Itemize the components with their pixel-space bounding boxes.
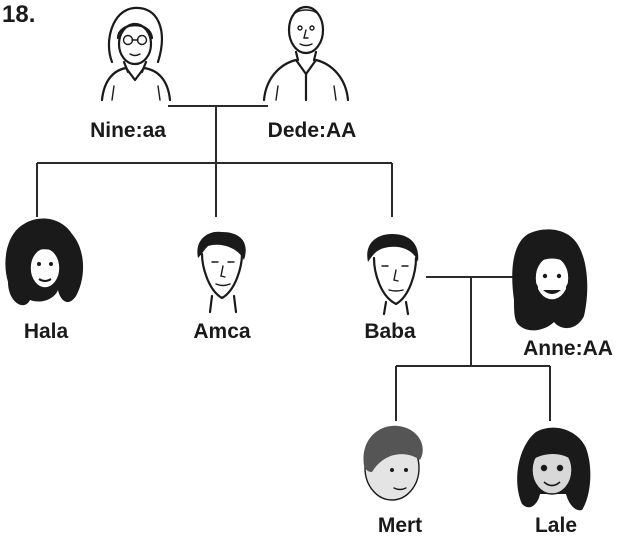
question-number: 18. xyxy=(2,1,35,28)
father-portrait-icon xyxy=(367,234,419,316)
grandmother-portrait-icon xyxy=(100,6,172,102)
grandfather-portrait-icon xyxy=(262,5,350,102)
uncle-portrait-icon xyxy=(197,231,246,314)
son-portrait-icon xyxy=(363,425,423,501)
mother-portrait-icon xyxy=(512,229,588,331)
son-label: Mert xyxy=(378,514,422,537)
aunt-portrait-icon xyxy=(5,218,84,306)
daughter-label: Lale xyxy=(535,514,577,537)
mother-label: Anne:AA xyxy=(523,337,613,360)
grandmother-label: Nine:aa xyxy=(90,119,166,142)
grandfather-label: Dede:AA xyxy=(268,119,357,142)
father-label: Baba xyxy=(364,320,416,343)
pedigree-lines xyxy=(36,105,551,421)
daughter-portrait-icon xyxy=(517,427,591,511)
uncle-label: Amca xyxy=(193,320,251,343)
aunt-label: Hala xyxy=(24,320,69,343)
